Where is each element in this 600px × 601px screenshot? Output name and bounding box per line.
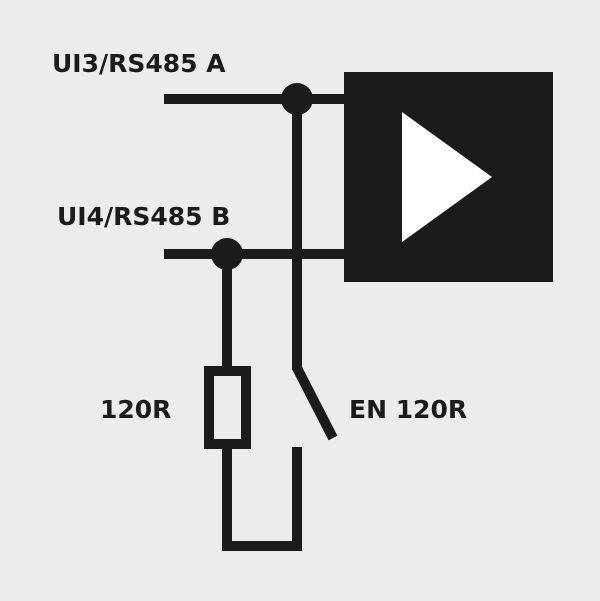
label-switch: EN 120R: [349, 395, 467, 424]
buffer-triangle-icon: [402, 112, 492, 242]
label-line-b: UI4/RS485 B: [57, 202, 230, 231]
switch-icon: [292, 365, 338, 441]
amplifier-block: [344, 72, 553, 282]
label-resistor: 120R: [100, 395, 171, 424]
wire-resistor-loop: [222, 444, 302, 551]
label-line-a: UI3/RS485 A: [52, 49, 226, 78]
